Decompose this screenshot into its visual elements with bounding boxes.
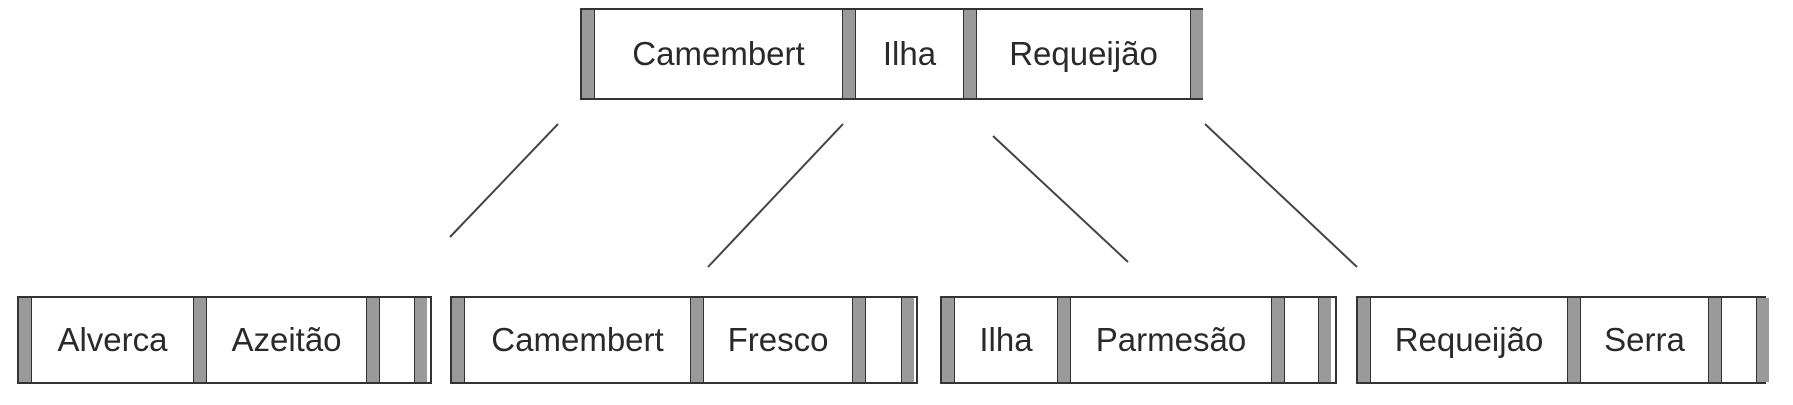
leaf-1-pointer-1: [19, 298, 32, 382]
leaf-2-pointer-4: [901, 298, 914, 382]
root-pointer-4: [1190, 10, 1203, 98]
leaf-2-key-2: Fresco: [727, 321, 829, 358]
leaf-3-key-1: Ilha: [979, 321, 1033, 358]
leaf-3-pointer-3: [1271, 298, 1285, 382]
root-pointer-3: [963, 10, 977, 98]
leaf-4-key-3: [1722, 298, 1756, 382]
leaf-4-key-1: Requeijão: [1394, 321, 1544, 358]
root-key-2: Ilha: [882, 35, 937, 72]
edge-root-to-leaf-3: [992, 135, 1129, 263]
root-key-1: Camembert: [632, 35, 805, 72]
root-pointer-1: [582, 10, 595, 98]
leaf-1-key-2: Azeitão: [231, 321, 342, 358]
leaf-3-pointer-2: [1057, 298, 1071, 382]
leaf-3-pointer-1: [942, 298, 955, 382]
leaf-1-pointer-2: [193, 298, 207, 382]
leaf-1-key-3: [380, 298, 414, 382]
root-key-3: Requeijão: [1009, 35, 1158, 72]
leaf-4-pointer-1: [1358, 298, 1371, 382]
leaf-1-key-1: Alverca: [57, 321, 168, 358]
leaf-3-pointer-4: [1318, 298, 1331, 382]
leaf-node-2: Camembert Fresco: [450, 296, 918, 384]
leaf-4-key-2: Serra: [1604, 321, 1685, 358]
leaf-2-pointer-1: [452, 298, 465, 382]
leaf-4-pointer-3: [1708, 298, 1722, 382]
root-pointer-2: [842, 10, 856, 98]
edge-root-to-leaf-2: [707, 123, 844, 268]
leaf-1-pointer-4: [414, 298, 427, 382]
leaf-3-key-2: Parmesão: [1095, 321, 1247, 358]
leaf-2-pointer-2: [690, 298, 704, 382]
leaf-node-1: Alverca Azeitão: [17, 296, 432, 384]
leaf-2-key-1: Camembert: [491, 321, 664, 358]
leaf-4-pointer-2: [1567, 298, 1581, 382]
edge-root-to-leaf-4: [1204, 123, 1358, 268]
leaf-node-4: Requeijão Serra: [1356, 296, 1769, 384]
leaf-node-3: Ilha Parmesão: [940, 296, 1337, 384]
leaf-2-key-3: [866, 298, 901, 382]
leaf-2-pointer-3: [852, 298, 866, 382]
leaf-1-pointer-3: [366, 298, 380, 382]
edge-root-to-leaf-1: [449, 123, 559, 238]
root-node: Camembert Ilha Requeijão: [580, 8, 1203, 100]
leaf-3-key-3: [1285, 298, 1318, 382]
leaf-4-pointer-4: [1756, 298, 1769, 382]
